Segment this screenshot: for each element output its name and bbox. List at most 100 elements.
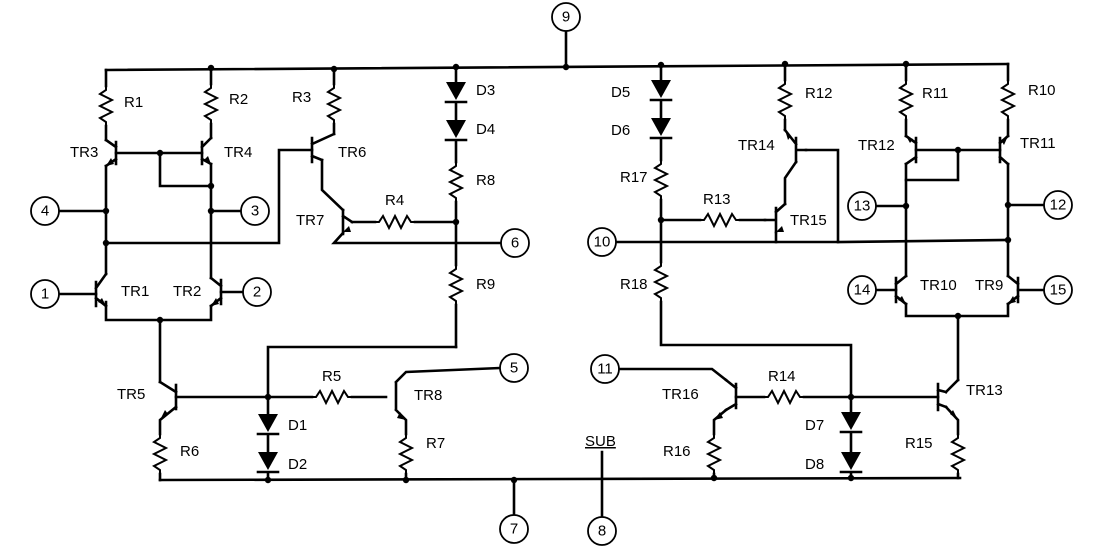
transistor-tr13 [936, 382, 958, 420]
svg-text:15: 15 [1050, 282, 1067, 299]
svg-text:9: 9 [562, 9, 570, 26]
pin-5: 5 [499, 353, 529, 383]
junctions [102, 60, 1012, 484]
transistor-tr11 [998, 134, 1010, 166]
label-tr10: TR10 [920, 277, 957, 294]
label-d6: D6 [611, 122, 630, 139]
diode-d5 [649, 80, 673, 102]
pin-10: 10 [587, 227, 617, 257]
label-tr12: TR12 [858, 137, 895, 154]
svg-text:13: 13 [854, 198, 871, 215]
pin-14: 14 [847, 275, 877, 305]
resistor-r6 [153, 433, 167, 475]
pin-9: 9 [551, 2, 581, 32]
svg-text:11: 11 [597, 361, 613, 378]
label-tr16: TR16 [662, 386, 699, 403]
label-r2: R2 [229, 91, 248, 108]
transistor-tr3 [104, 138, 118, 168]
label-d8: D8 [805, 456, 824, 473]
diode-d6 [649, 118, 673, 140]
svg-text:14: 14 [854, 282, 871, 299]
resistor-r5 [311, 390, 353, 404]
label-tr14: TR14 [738, 137, 775, 154]
label-d4: D4 [476, 121, 495, 138]
svg-text:3: 3 [251, 203, 259, 220]
pin-3: 3 [240, 196, 270, 226]
pin-11: 11 [590, 354, 620, 384]
label-tr13: TR13 [966, 382, 1003, 399]
transistor-tr7 [341, 208, 354, 236]
transistor-tr2 [209, 276, 223, 308]
label-r9: R9 [476, 276, 495, 293]
label-r5: R5 [322, 368, 341, 385]
pin-6: 6 [500, 228, 530, 258]
svg-text:7: 7 [510, 521, 518, 538]
resistor-r14 [763, 390, 805, 404]
label-r16: R16 [663, 443, 691, 460]
transistor-tr15 [763, 202, 787, 234]
resistor-r12 [778, 79, 792, 121]
transistor-tr6 [310, 132, 336, 164]
label-r14: R14 [768, 368, 796, 385]
diode-d8 [839, 452, 863, 474]
transistor-tr5 [160, 383, 178, 420]
resistor-r18 [654, 261, 668, 303]
pin-8: 8 [587, 516, 617, 546]
transistor-tr14 [783, 128, 808, 164]
label-r18: R18 [620, 276, 648, 293]
resistor-r11 [899, 79, 913, 121]
resistor-r13 [699, 213, 741, 227]
label-r17: R17 [620, 169, 648, 186]
label-d1: D1 [288, 417, 307, 434]
pin-2: 2 [242, 277, 272, 307]
label-r15: R15 [905, 435, 933, 452]
resistor-r9 [449, 264, 463, 306]
resistor-r1 [99, 85, 113, 127]
svg-text:8: 8 [598, 523, 606, 540]
diode-d3 [444, 82, 468, 104]
label-tr9: TR9 [975, 277, 1003, 294]
svg-text:12: 12 [1050, 197, 1067, 214]
diode-d7 [839, 412, 863, 434]
pin-15: 15 [1043, 275, 1073, 305]
label-d5: D5 [611, 84, 630, 101]
label-tr4: TR4 [224, 144, 252, 161]
label-r8: R8 [476, 172, 495, 189]
svg-text:1: 1 [41, 286, 49, 303]
diode-d1 [256, 414, 280, 436]
svg-text:6: 6 [511, 235, 519, 252]
svg-text:10: 10 [594, 234, 611, 251]
pins: 1 2 3 4 5 6 7 8 9 10 11 12 13 14 15 [30, 2, 1073, 546]
label-r11: R11 [922, 85, 948, 102]
label-r6: R6 [180, 443, 199, 460]
label-tr11: TR11 [1020, 135, 1056, 152]
resistor-r3 [327, 83, 341, 125]
diodes [256, 80, 863, 474]
label-tr15: TR15 [790, 212, 827, 229]
pin-4: 4 [30, 196, 60, 226]
label-r4: R4 [385, 192, 404, 209]
label-tr5: TR5 [117, 386, 145, 403]
label-r7: R7 [426, 435, 445, 452]
resistor-r2 [204, 83, 218, 125]
transistor-tr8 [394, 382, 406, 420]
label-sub: SUB [585, 433, 616, 450]
svg-text:4: 4 [41, 203, 49, 220]
svg-text:5: 5 [510, 360, 518, 377]
transistor-tr4 [200, 136, 213, 166]
label-r13: R13 [703, 191, 731, 208]
label-r10: R10 [1028, 82, 1056, 99]
label-d7: D7 [805, 417, 824, 434]
transistors [94, 128, 1020, 420]
label-r12: R12 [805, 85, 833, 102]
resistor-r7 [399, 433, 413, 475]
resistor-r17 [654, 159, 668, 201]
pin-13: 13 [847, 191, 877, 221]
transistor-tr12 [904, 134, 918, 166]
diode-d2 [256, 452, 280, 474]
resistor-r16 [707, 433, 721, 475]
label-r1: R1 [124, 94, 143, 111]
resistor-r10 [1001, 79, 1015, 121]
label-tr6: TR6 [338, 144, 366, 161]
